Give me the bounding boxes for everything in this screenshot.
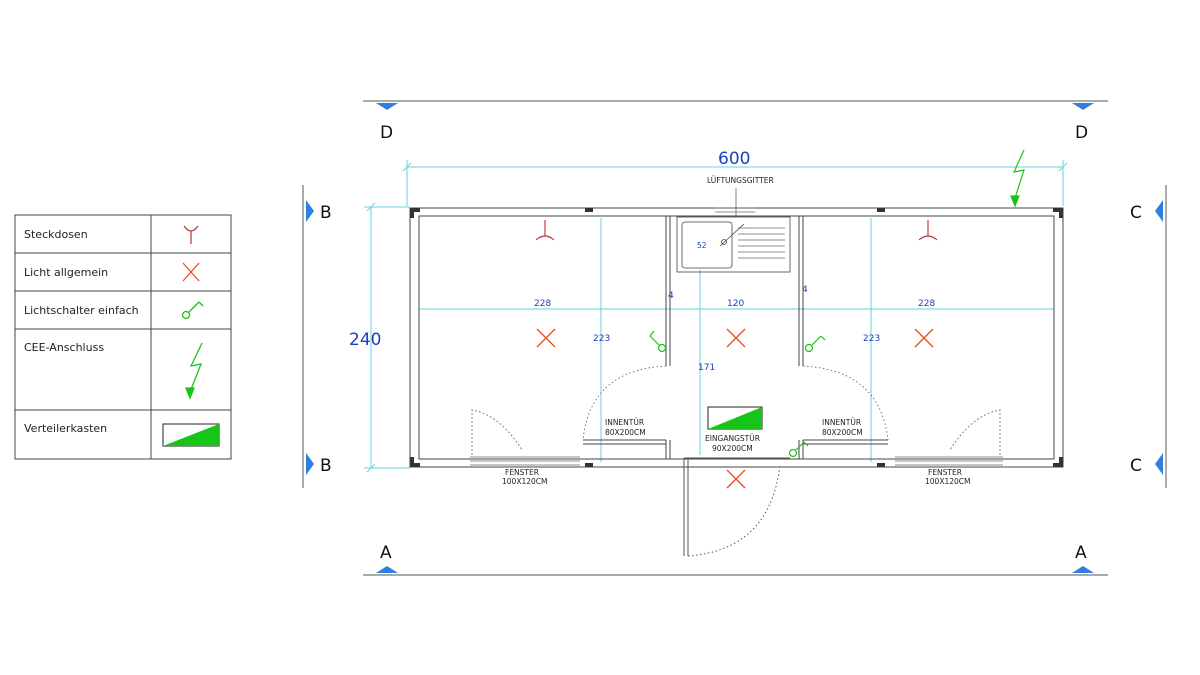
legend-table: Steckdosen Licht allgemein Lichtschalter… (14, 214, 232, 460)
light-switch-icon (181, 301, 204, 320)
socket-right (918, 220, 938, 241)
socket-icon (183, 225, 199, 244)
light-left (536, 328, 556, 348)
entrance-door (683, 457, 790, 557)
section-label-b-bottom: B (320, 456, 332, 476)
window-right-size: 100X120CM (925, 477, 970, 486)
legend-label-switch: Lichtschalter einfach (24, 304, 139, 317)
section-label-a-left: A (380, 543, 392, 563)
dimension-middle-width: 120 (727, 299, 744, 309)
section-label-d-left: D (380, 123, 393, 143)
dimension-left-room-width: 228 (534, 299, 551, 309)
section-markers (306, 103, 1163, 573)
cee-connection (1010, 149, 1025, 208)
cee-connection-icon (185, 342, 203, 400)
legend-label-distribution: Verteilerkasten (24, 422, 107, 435)
door-swing-left (582, 365, 667, 441)
corner-posts (410, 208, 1063, 467)
window-left-title: FENSTER (505, 468, 539, 477)
door-right-title: INNENTÜR (822, 418, 861, 427)
light-right (914, 328, 934, 348)
section-lines (302, 100, 1167, 576)
vent-label: LÜFTUNGSGITTER (707, 176, 774, 185)
legend-label-socket: Steckdosen (24, 228, 88, 241)
dimension-right-room-width: 228 (918, 299, 935, 309)
dimension-left-room-depth: 223 (593, 334, 610, 344)
dimension-total-width: 600 (718, 149, 750, 169)
door-right-size: 80X200CM (822, 428, 863, 437)
distribution-box-icon (162, 423, 220, 447)
legend-label-light: Licht allgemein (24, 266, 108, 279)
window-top-vent (715, 188, 755, 216)
light-switch-right (804, 335, 826, 353)
light-switch-entrance (788, 441, 809, 458)
light-outside (726, 469, 746, 489)
door-swing-right (802, 365, 889, 441)
socket-left (535, 220, 555, 241)
dimension-lines (364, 160, 1068, 473)
window-right-title: FENSTER (928, 468, 962, 477)
legend-label-cee: CEE-Anschluss (24, 341, 104, 354)
distribution-box (707, 406, 763, 430)
entrance-size: 90X200CM (712, 444, 753, 453)
light-switch-left (649, 330, 667, 353)
section-label-a-right: A (1075, 543, 1087, 563)
window-left-size: 100X120CM (502, 477, 547, 486)
section-label-b-top: B (320, 203, 332, 223)
dimension-total-height: 240 (349, 330, 381, 350)
dimension-partition-left: 4 (668, 291, 674, 301)
entrance-title: EINGANGSTÜR (705, 434, 760, 443)
door-left-title: INNENTÜR (605, 418, 644, 427)
dimension-partition-right: 4 (802, 285, 808, 295)
window-right (895, 409, 1003, 466)
light-icon (182, 262, 200, 282)
window-left (470, 409, 580, 466)
section-label-c-bottom: C (1130, 456, 1142, 476)
light-middle (726, 328, 746, 348)
dimension-middle-depth: 171 (698, 363, 715, 373)
dimension-right-room-depth: 223 (863, 334, 880, 344)
section-label-c-top: C (1130, 203, 1142, 223)
kitchen-sink (676, 216, 791, 273)
section-label-d-right: D (1075, 123, 1088, 143)
door-left-size: 80X200CM (605, 428, 646, 437)
sink-size-label: 52 (697, 241, 707, 250)
